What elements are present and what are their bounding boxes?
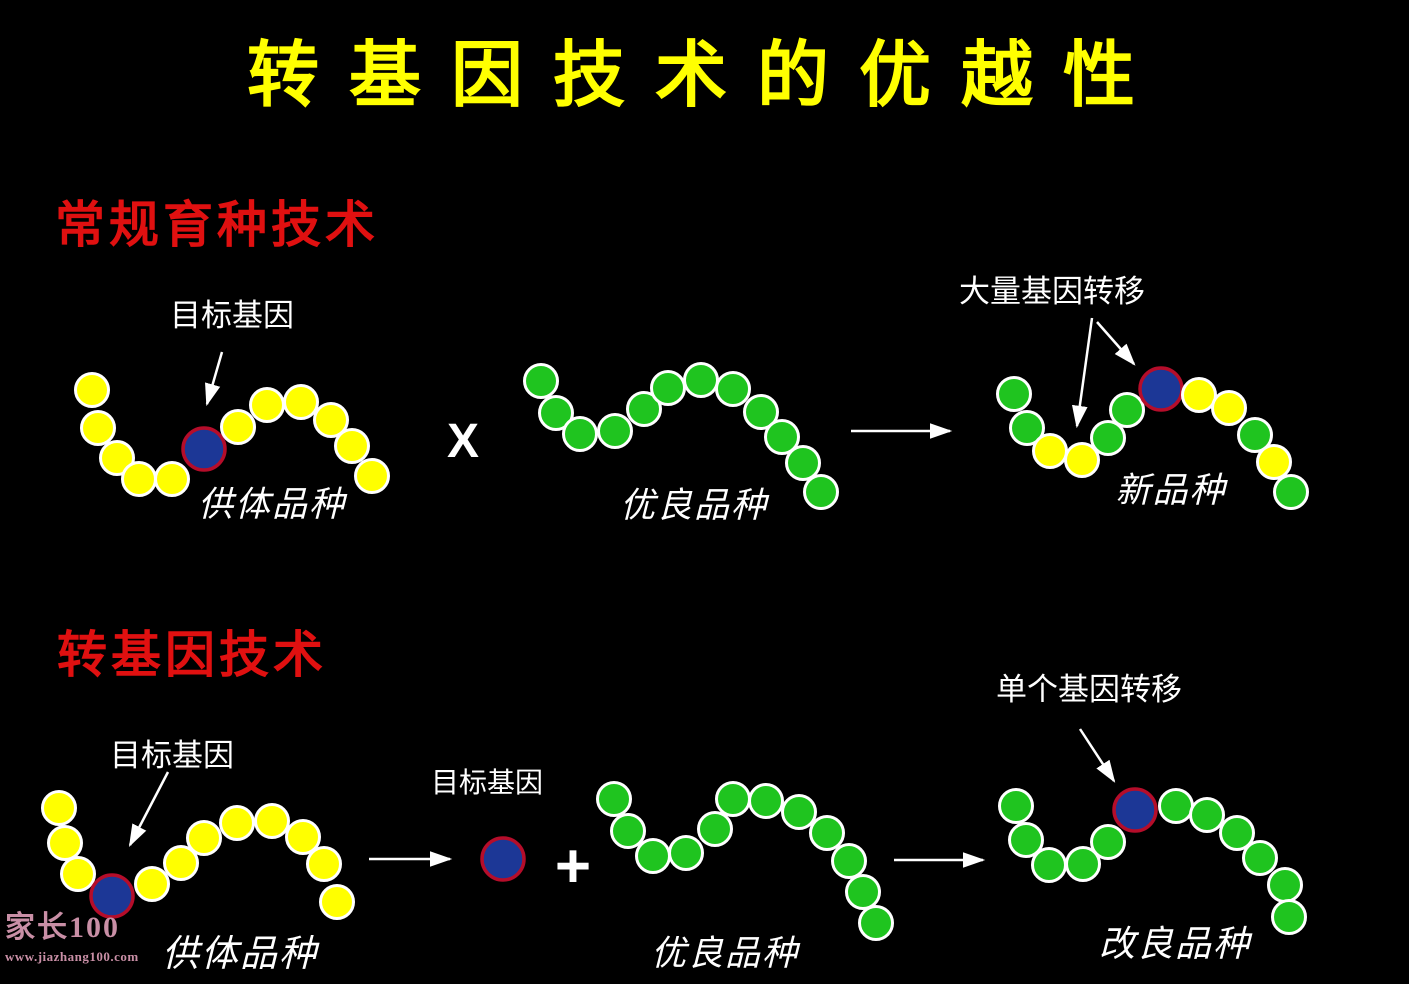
gene-circle [610,813,646,849]
gene-circle [285,819,321,855]
gene-circle [60,856,96,892]
watermark-url: www.jiazhang100.com [5,949,139,964]
gene-circle [998,788,1034,824]
plus-symbol: + [554,832,592,901]
gene-circle [220,409,256,445]
gene-circle [219,805,255,841]
gene-circle [1090,824,1126,860]
row1-donor-variety-label: 供体品种 [197,485,347,524]
gene-circle [1181,377,1217,413]
gene-circle [748,783,784,819]
gene-circle [1090,420,1126,456]
gene-circle [154,461,190,497]
gene-circle [1237,417,1273,453]
gene-circle [596,781,632,817]
cross-symbol: X [446,415,480,468]
row2-target-gene-pointer-arrow [128,771,170,847]
gene-circle [306,846,342,882]
gene-circle [1009,410,1045,446]
row1-transfer-pointer-left-arrow [1071,317,1094,429]
gene-circle [996,376,1032,412]
gene-circle [249,387,285,423]
gene-circle [74,372,110,408]
gene-circle [41,790,77,826]
gene-circle [743,394,779,430]
gene-circle [1032,433,1068,469]
gene-circle [626,391,662,427]
gene-circle [354,458,390,494]
row1-target-gene-pointer-arrow [205,351,224,407]
gene-circle [1189,797,1225,833]
gene-circle [1064,442,1100,478]
row2-isolated-gene-label: 目标基因 [430,768,544,799]
row1-transfer-pointer-right-arrow [1096,321,1136,366]
gene-circle [254,803,290,839]
gene-circle [1256,444,1292,480]
gene-circle [99,440,135,476]
gene-circle [1273,474,1309,510]
gene-circle [1267,867,1303,903]
gene-circle [562,416,598,452]
gene-circle [1271,899,1307,935]
gene-circle [1242,840,1278,876]
gene-circle [597,413,633,449]
target-gene-circle [480,836,526,882]
gene-circle [319,884,355,920]
gene-circle [764,419,800,455]
gene-circle [715,371,751,407]
gene-circle [858,905,894,941]
gene-circle [1008,822,1044,858]
gene-circle [1031,847,1067,883]
row2-donor-variety-label: 供体品种 [162,934,318,975]
gene-circle [313,402,349,438]
gene-circle [80,410,116,446]
row2-target-gene-label: 目标基因 [110,738,234,773]
gene-circle [1158,788,1194,824]
gene-circle [1065,846,1101,882]
watermark-brand-logo: 家长100 [5,911,120,944]
gene-circle [134,866,170,902]
section2-heading: 转基因技术 [57,627,327,683]
gene-circle [635,838,671,874]
section1-heading: 常规育种技术 [55,197,379,253]
gene-circle [334,428,370,464]
gene-circle [715,781,751,817]
target-gene-circle [181,426,227,472]
gene-circle [697,811,733,847]
gene-circle [845,874,881,910]
row2-improved-variety-label: 改良品种 [1098,924,1252,964]
gene-circle [781,794,817,830]
gene-circle [803,474,839,510]
gene-circle [1219,815,1255,851]
gene-circle [650,370,686,406]
row2-single-gene-transfer-label: 单个基因转移 [996,672,1182,707]
gene-circle [831,843,867,879]
gene-circle [121,461,157,497]
row1-target-gene-label: 目标基因 [170,298,294,333]
page-title: 转基因技术的优越性 [246,36,1166,116]
gene-circle [785,445,821,481]
gene-circle [683,362,719,398]
watermark: 家长100 www.jiazhang100.com [5,910,139,965]
gene-circle [523,363,559,399]
gene-circle [809,815,845,851]
gene-circle [1109,392,1145,428]
row1-new-variety-label: 新品种 [1115,471,1227,510]
target-gene-circle [89,873,135,919]
target-gene-circle [1138,366,1184,412]
gene-circle [668,835,704,871]
gene-circle [283,384,319,420]
gene-circle [47,825,83,861]
gene-circle [538,395,574,431]
target-gene-circle [1112,787,1158,833]
row2-elite-variety-label: 优良品种 [650,934,800,973]
row2-transfer-pointer-arrow [1078,728,1116,783]
gene-circle [1211,390,1247,426]
gene-circle [163,845,199,881]
row1-mass-gene-transfer-label: 大量基因转移 [959,274,1145,309]
gene-circle [186,820,222,856]
row1-elite-variety-label: 优良品种 [619,486,769,525]
